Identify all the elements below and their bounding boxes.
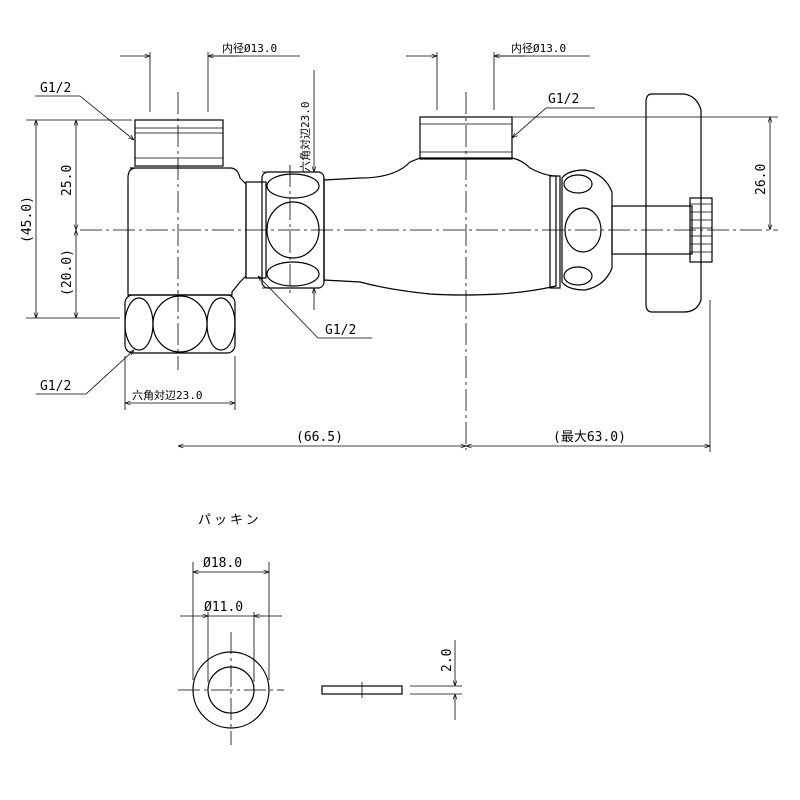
valve-handle	[561, 93, 713, 313]
packing-title: パッキン	[198, 513, 262, 528]
dim-25-label: 25.0	[60, 165, 75, 196]
dimension-vertical-right: 26.0	[512, 116, 778, 230]
inner-diameter-right-label: 内径Ø13.0	[511, 41, 566, 55]
g12-top-left-label: G1/2	[40, 81, 71, 96]
dim-66-5-label: (66.5)	[296, 430, 343, 445]
dimension-vertical-left: (45.0) 25.0 (20.0)	[20, 119, 132, 319]
packing-detail: パッキン Ø18.0 Ø11.0 2.0	[178, 513, 462, 745]
right-valve-body	[323, 116, 561, 296]
callout-g12-top-left: G1/2	[35, 81, 134, 140]
callout-g12-bottom-left: G1/2	[36, 350, 134, 395]
left-elbow-body	[124, 119, 247, 354]
packing-outer-label: Ø18.0	[203, 556, 242, 571]
dimension-inner-diameter-right: 内径Ø13.0	[406, 41, 590, 110]
packing-thickness-label: 2.0	[440, 649, 455, 672]
hex-bottom-label: 六角対辺23.0	[132, 388, 203, 402]
callout-g12-top-right: G1/2	[512, 92, 595, 138]
dim-45-label: (45.0)	[20, 196, 35, 243]
packing-inner-label: Ø11.0	[204, 600, 243, 615]
hex-union-label: 六角対辺23.0	[298, 102, 312, 173]
dim-20-label: (20.0)	[60, 249, 75, 296]
dimension-inner-diameter-left: 内径Ø13.0	[120, 41, 300, 112]
dimension-hex-union: 六角対辺23.0	[262, 70, 320, 310]
callout-g12-union: G1/2	[258, 276, 372, 339]
dim-26-label: 26.0	[754, 164, 769, 195]
g12-top-right-label: G1/2	[548, 92, 579, 107]
dim-max63-label: (最大63.0)	[553, 430, 626, 445]
dimension-hex-bottom: 六角対辺23.0	[124, 356, 236, 410]
inner-diameter-left-label: 内径Ø13.0	[222, 41, 277, 55]
g12-union-label: G1/2	[325, 323, 356, 338]
g12-bottom-left-label: G1/2	[40, 379, 71, 394]
dimension-horizontal-bottom: (66.5) (最大63.0)	[178, 300, 711, 452]
